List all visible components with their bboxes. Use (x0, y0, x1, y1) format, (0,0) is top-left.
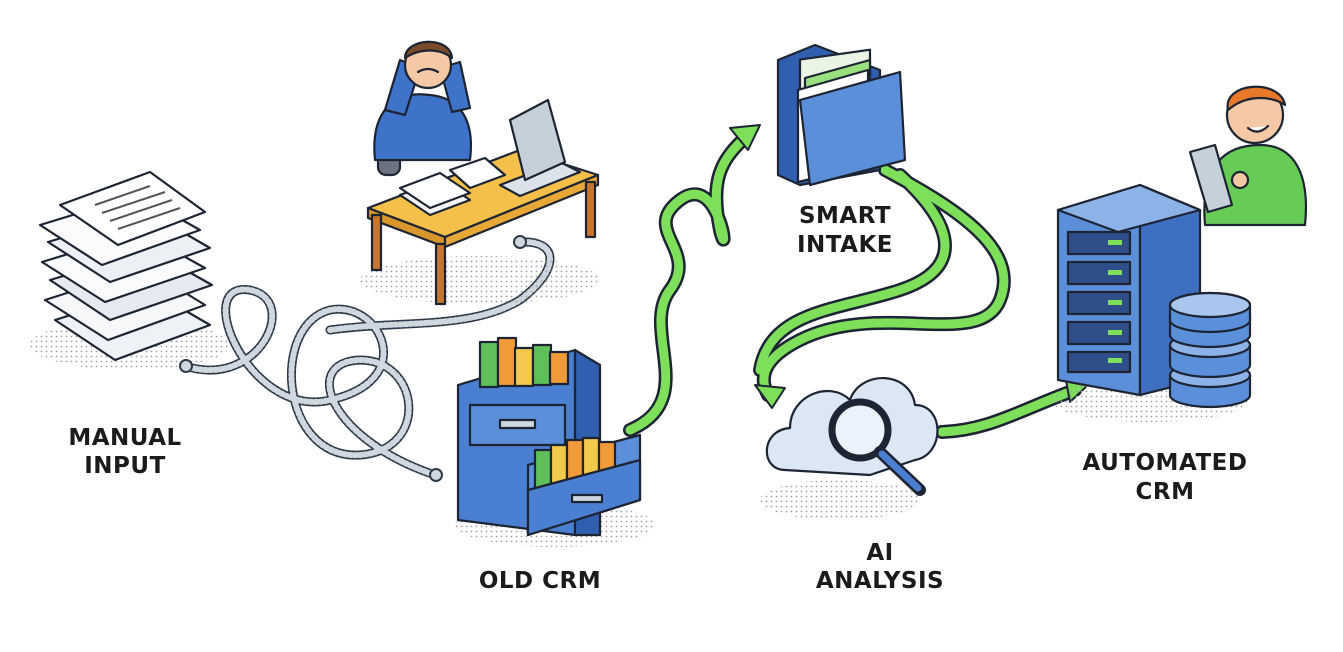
arrow-to-smart-intake (623, 124, 761, 437)
server-database-icon (1050, 183, 1252, 422)
cloud-magnifier-icon (760, 377, 939, 520)
label-ai-analysis-line2: ANALYSIS (816, 568, 944, 594)
frustrated-person-desk-icon (360, 40, 600, 306)
arrow-to-ai-analysis (753, 163, 1011, 409)
folder-icon (776, 43, 907, 187)
paper-stack-icon (30, 170, 230, 370)
label-manual-input-line2: INPUT (84, 453, 166, 479)
label-smart-intake-line1: SMART (799, 203, 891, 229)
happy-person-tablet-icon (1188, 85, 1307, 227)
label-automated-crm-line1: AUTOMATED (1083, 450, 1248, 476)
label-manual-input-line1: MANUAL (68, 425, 181, 451)
label-smart-intake-line2: INTAKE (797, 232, 893, 258)
green-flow-arrows (623, 124, 1091, 439)
label-old-crm: OLD CRM (479, 568, 601, 594)
label-ai-analysis-line1: AI (866, 540, 893, 566)
tangled-cable-icon (179, 235, 555, 482)
label-automated-crm-line2: CRM (1136, 479, 1195, 505)
filing-cabinet-icon (455, 336, 655, 547)
